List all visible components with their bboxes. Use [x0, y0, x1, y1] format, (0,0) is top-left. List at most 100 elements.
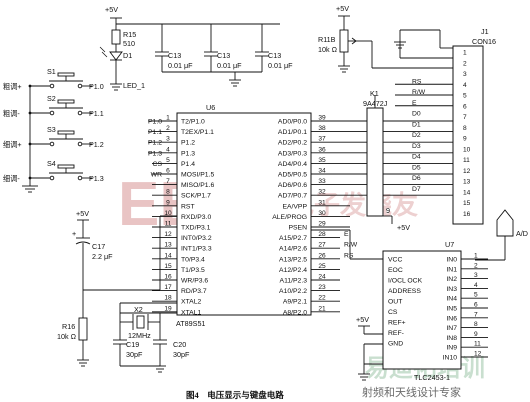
switch-net: P1.0 — [89, 82, 104, 91]
u7-pin-name: IN6 — [446, 315, 457, 322]
u6-pin-name: AD4/P0.4 — [278, 161, 307, 168]
u6-pin-name: AD3/P0.3 — [278, 150, 307, 157]
watermark-footer: 射频和天线设计专家 — [362, 385, 461, 399]
u6-pin-number: 26 — [318, 252, 326, 259]
u6-pin-name: A14/P2.6 — [279, 246, 307, 253]
u7-pin-number: 9 — [474, 331, 478, 338]
j1-pin-number: 11 — [463, 157, 470, 164]
j1-net-label: D5 — [412, 164, 421, 171]
u6-net-label: R/W — [344, 242, 358, 249]
switch-button — [57, 164, 75, 169]
svg-text:C13: C13 — [168, 51, 181, 60]
capacitor-c13-b: C13 0.01 μF — [204, 24, 242, 72]
capacitor-c13-a: C13 0.01 μF — [155, 24, 193, 72]
figure-caption: 图4 电压显示与键盘电路 — [186, 390, 284, 400]
svg-text:X2: X2 — [134, 305, 143, 314]
u6-pin-name: P1.2 — [181, 140, 195, 147]
u7-pin-number: 11 — [474, 341, 481, 348]
u6-net-label: P1.0 — [148, 119, 162, 126]
u7-pin-name: IN2 — [446, 276, 457, 283]
u6-part: AT89S51 — [176, 319, 205, 328]
svg-text:10k Ω: 10k Ω — [57, 332, 77, 341]
u7-pin-number: 1 — [474, 253, 478, 260]
u7-pin-name: REF+ — [388, 320, 406, 327]
svg-text:12MHz: 12MHz — [128, 331, 151, 340]
svg-text:R16: R16 — [62, 322, 75, 331]
j1-net-label: D0 — [412, 111, 421, 118]
svg-text:LED_1: LED_1 — [123, 81, 145, 90]
j1-pin-number: 5 — [463, 93, 467, 100]
switch-ref: S4 — [47, 159, 56, 168]
switch-label: 细调+ — [3, 140, 22, 149]
u7-pin-name: I/OCL OCK — [388, 278, 423, 285]
u6-pin-name: MOSI/P1.5 — [181, 172, 214, 179]
u6-pin-name: ALE/PROG — [272, 214, 307, 221]
svg-text:CON16: CON16 — [472, 37, 496, 46]
capacitor-c13-c: C13 0.01 μF — [255, 24, 293, 72]
switch-label: 粗调- — [3, 109, 20, 118]
j1-pin-number: 10 — [463, 146, 471, 153]
u6-pin-name: P1.4 — [181, 161, 195, 168]
u6-pin-number: 12 — [164, 231, 172, 238]
u6-pin-name: AD5/P0.5 — [278, 172, 307, 179]
u6-pin-number: 19 — [164, 305, 172, 312]
u6-net-label: P1.2 — [148, 140, 162, 147]
u7-pin-name: IN4 — [446, 296, 457, 303]
u6-pin-number: 37 — [318, 136, 326, 143]
u6-pin-name: T1/P3.5 — [181, 267, 205, 274]
u6-pin-number: 17 — [164, 284, 172, 291]
u6-pin-name: A9/P2.1 — [283, 299, 307, 306]
svg-text:J1: J1 — [481, 27, 489, 36]
u6-pin-number: 6 — [166, 168, 170, 175]
u6-pin-name: INT1/P3.3 — [181, 246, 212, 253]
u6-pin-name: A13/P2.5 — [279, 256, 307, 263]
j1-pin-number: 8 — [463, 125, 467, 132]
svg-text:2.2 μF: 2.2 μF — [92, 252, 113, 261]
j1-net-label: D3 — [412, 143, 421, 150]
j1-pin-number: 6 — [463, 103, 467, 110]
j1-pin-number: 14 — [463, 189, 471, 196]
j1-net-label: RS — [412, 78, 422, 85]
u6-pin-name: RD/P3.7 — [181, 288, 207, 295]
svg-text:510: 510 — [123, 39, 135, 48]
u6-pin-number: 9 — [166, 199, 170, 206]
u6-pin-number: 31 — [318, 199, 326, 206]
u7-pin-name: IN3 — [446, 286, 457, 293]
u7-pin-number: 7 — [474, 311, 478, 318]
svg-text:R15: R15 — [123, 30, 136, 39]
svg-text:30pF: 30pF — [173, 350, 190, 359]
svg-text:0.01 μF: 0.01 μF — [268, 61, 293, 70]
u6-pin-number: 8 — [166, 189, 170, 196]
switch-label: 细调- — [3, 174, 20, 183]
switch-ref: S2 — [47, 94, 56, 103]
u6-pin-name: EA/VPP — [282, 203, 307, 210]
switch-label: 粗调+ — [3, 82, 22, 91]
u6-pin-name: AD6/P0.6 — [278, 182, 307, 189]
u6-pin-number: 10 — [164, 210, 172, 217]
u6-pin-name: PSEN — [288, 225, 307, 232]
j1-net-label: D7 — [412, 186, 421, 193]
j1-net-label: D2 — [412, 132, 421, 139]
svg-text:K1: K1 — [370, 89, 379, 98]
svg-text:+5V: +5V — [397, 223, 410, 232]
u6-net-label: E — [344, 231, 349, 238]
svg-text:+5V: +5V — [76, 209, 89, 218]
u6-pin-number: 4 — [166, 146, 170, 153]
u6-pin-name: RXD/P3.0 — [181, 214, 211, 221]
u7-pin-number: 12 — [474, 351, 482, 358]
svg-text:U7: U7 — [445, 240, 454, 249]
led-d1 — [109, 51, 123, 61]
u6-net-label: P1.3 — [148, 150, 162, 157]
switch-ref: S3 — [47, 125, 56, 134]
u6-pin-name: P1.3 — [181, 150, 195, 157]
connector-j1 — [452, 45, 484, 225]
u7-pin-name: IN8 — [446, 335, 457, 342]
switch-ref: S1 — [47, 67, 56, 76]
u6-pin-number: 28 — [318, 231, 326, 238]
resistor-network-k1: K1 9A472J 9 +5V — [363, 89, 410, 232]
j1-net-label: R/W — [412, 89, 426, 96]
switch-net: P1.3 — [89, 174, 104, 183]
u6-pin-number: 16 — [164, 274, 172, 281]
